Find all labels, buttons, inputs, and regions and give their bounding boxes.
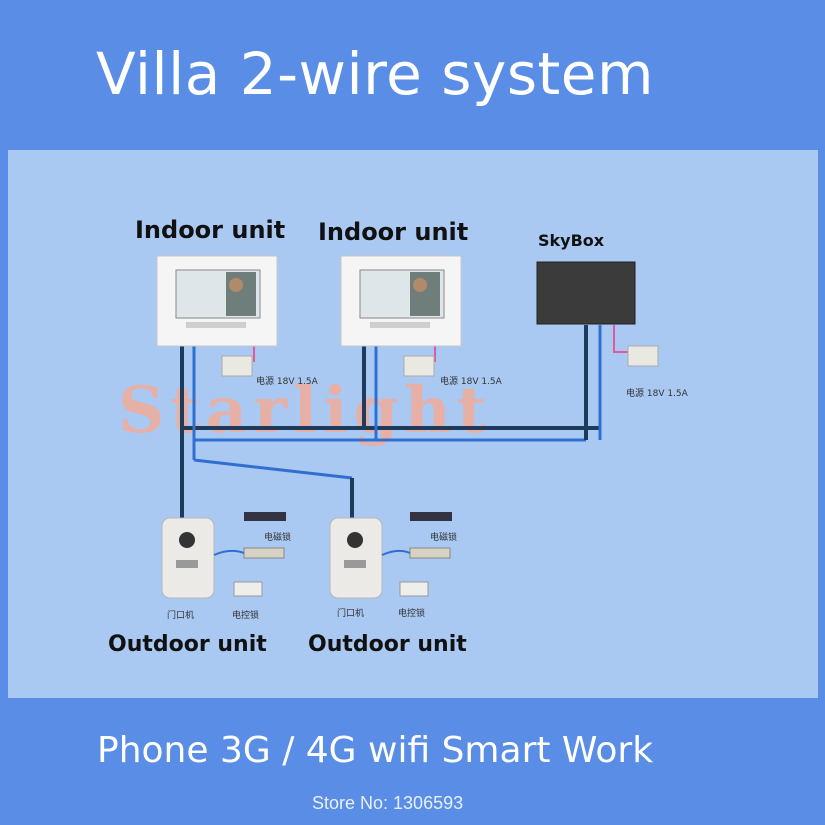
door-unit-1-label: 门口机 — [167, 609, 194, 621]
indoor-unit-2-label: Indoor unit — [318, 218, 468, 246]
lock-2-label: 电控锁 — [398, 607, 425, 619]
indoor-unit-1-label: Indoor unit — [135, 216, 285, 244]
outdoor-unit-2-label: Outdoor unit — [308, 632, 467, 657]
store-number: Store No: 1306593 — [312, 793, 464, 813]
bus-wires — [180, 325, 640, 520]
outdoor-unit-2 — [329, 512, 452, 599]
ctrl-1-label: 电磁锁 — [264, 531, 291, 543]
outdoor-unit-1-label: Outdoor unit — [108, 632, 267, 657]
footer-text: Phone 3G / 4G wifi Smart Work — [97, 730, 654, 771]
indoor-unit-1 — [156, 255, 278, 347]
ctrl-2-label: 电磁锁 — [430, 531, 457, 543]
skybox-device — [536, 261, 636, 325]
diagram-panel — [8, 150, 818, 698]
page-title: Villa 2-wire system — [96, 40, 654, 108]
power-adapters — [221, 345, 659, 377]
power-label-3: 电源 18V 1.5A — [626, 387, 689, 399]
skybox-label: SkyBox — [538, 231, 605, 250]
indoor-unit-2 — [340, 255, 462, 347]
door-unit-2-label: 门口机 — [337, 607, 364, 619]
outdoor-unit-1 — [161, 512, 286, 599]
lock-1-label: 电控锁 — [232, 609, 259, 621]
watermark-text: Starlight — [118, 373, 492, 448]
power-label-1: 电源 18V 1.5A — [256, 375, 319, 387]
power-label-2: 电源 18V 1.5A — [440, 375, 503, 387]
